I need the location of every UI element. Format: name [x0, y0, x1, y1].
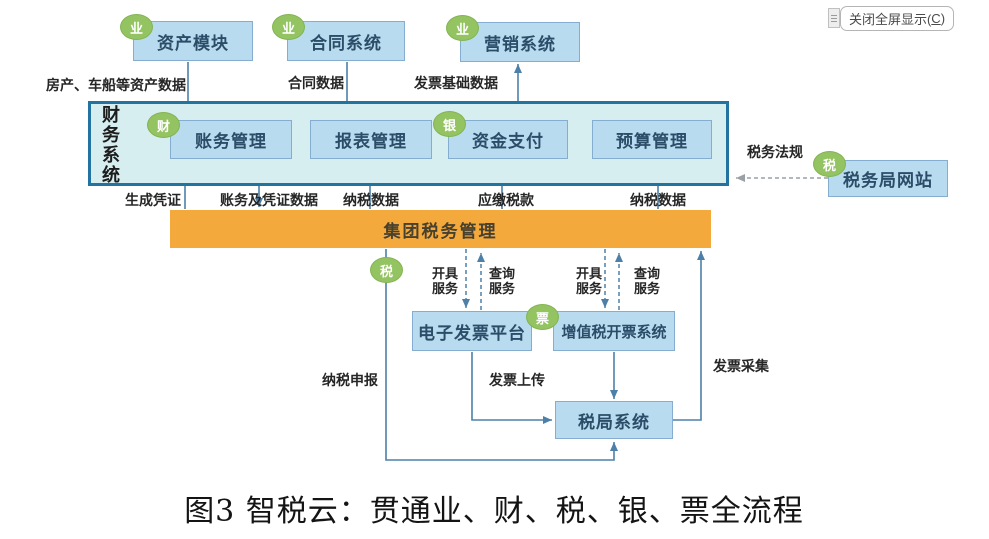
label-tax-data-left: 纳税数据: [343, 192, 399, 208]
badge-business-icon: 业: [446, 15, 479, 41]
figure-caption: 图3 智税云：贯通业、财、税、银、票全流程: [184, 494, 804, 529]
label-tax-payable: 应缴税款: [478, 192, 534, 208]
label-contract-data: 合同数据: [288, 75, 344, 91]
arrow-invoice-collection: [673, 251, 705, 421]
badge-invoice-icon: 票: [526, 304, 559, 330]
node-vat-invoicing-system: 增值税开票系统: [553, 311, 675, 351]
node-marketing-system: 营销系统: [460, 22, 580, 62]
close-fullscreen-label-prefix: 关闭全屏显示(: [848, 12, 932, 27]
node-group-tax-management: 集团税务管理: [170, 210, 711, 248]
node-budget-management: 预算管理: [592, 120, 712, 159]
label-generate-voucher: 生成凭证: [125, 192, 181, 208]
node-fund-payment: 资金支付: [448, 120, 568, 159]
label-issue-service-1: 开具 服务: [431, 266, 459, 296]
label-accounting-voucher-data: 账务及凭证数据: [220, 192, 318, 208]
label-invoice-upload: 发票上传: [489, 372, 545, 388]
arrow-invoice-upload: [471, 352, 552, 424]
fullscreen-button-grip-icon: [828, 8, 840, 28]
label-query-service-1: 查询 服务: [488, 266, 516, 296]
label-invoice-base-data: 发票基础数据: [414, 75, 498, 91]
badge-finance-icon: 财: [147, 112, 180, 138]
label-asset-data: 房产、车船等资产数据: [46, 77, 186, 93]
node-e-invoice-platform: 电子发票平台: [412, 311, 532, 351]
badge-tax-icon: 税: [813, 151, 846, 177]
node-report-management: 报表管理: [310, 120, 432, 159]
label-tax-data-right: 纳税数据: [630, 192, 686, 208]
label-tax-regulations: 税务法规: [747, 144, 803, 160]
badge-tax-icon: 税: [370, 257, 403, 283]
dashed-service-arrows: [462, 249, 623, 310]
badge-bank-icon: 银: [433, 111, 466, 137]
node-contract-system: 合同系统: [287, 21, 405, 61]
close-fullscreen-label-suffix: ): [940, 11, 946, 26]
close-fullscreen-shortcut-key: C: [931, 11, 941, 26]
finance-system-title: 财务系统: [102, 105, 120, 185]
label-issue-service-2: 开具 服务: [575, 266, 603, 296]
badge-business-icon: 业: [120, 14, 153, 40]
node-accounting-management: 账务管理: [170, 120, 292, 159]
label-tax-filing: 纳税申报: [322, 372, 378, 388]
badge-business-icon: 业: [272, 14, 305, 40]
label-query-service-2: 查询 服务: [633, 266, 661, 296]
label-invoice-collection: 发票采集: [713, 358, 769, 374]
node-tax-office-system: 税局系统: [555, 401, 673, 439]
close-fullscreen-button[interactable]: 关闭全屏显示(C): [840, 6, 954, 31]
node-asset-module: 资产模块: [133, 21, 253, 61]
arrow-tax-filing: [385, 249, 618, 461]
node-tax-bureau-website: 税务局网站: [828, 160, 948, 197]
